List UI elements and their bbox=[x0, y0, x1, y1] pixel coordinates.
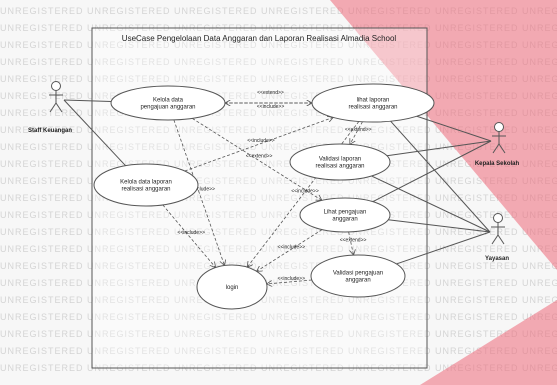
usecase-ellipse bbox=[196, 264, 268, 310]
usecase-ellipse bbox=[299, 197, 391, 233]
dependency-label: <<extend>> bbox=[340, 238, 367, 244]
association-line bbox=[63, 99, 126, 167]
actor-yayasan: Yayasan bbox=[485, 213, 509, 262]
actor-leg-right bbox=[497, 234, 505, 245]
usecase-label: lihat laporan bbox=[357, 98, 390, 104]
usecase-label: realisasi anggaran bbox=[348, 105, 397, 111]
usecase-label: Kelola data laporan bbox=[120, 180, 172, 186]
dependency-line bbox=[257, 229, 323, 272]
dependency-line bbox=[192, 118, 322, 200]
usecase-label: login bbox=[226, 285, 239, 291]
watermark-row: UNREGISTERED UNREGISTERED UNREGISTERED U… bbox=[0, 142, 557, 152]
dependency-label: <<extend>> bbox=[246, 153, 273, 159]
ribbon-bottom-band bbox=[420, 300, 557, 385]
actor-kepsek: Kepala Sekolah bbox=[475, 122, 520, 167]
usecase-ellipse bbox=[310, 254, 406, 298]
usecase-label: realisasi anggaran bbox=[315, 164, 364, 170]
actor-label: Staff Keuangan bbox=[28, 128, 72, 134]
dependency-label: <<include>> bbox=[177, 230, 205, 236]
dependency-label: <<include>> bbox=[278, 276, 306, 282]
watermark-row: UNREGISTERED UNREGISTERED UNREGISTERED U… bbox=[0, 57, 557, 67]
usecase-label: realisasi anggaran bbox=[121, 187, 170, 193]
dependency-label: <<include>> bbox=[291, 188, 319, 194]
dependency-line bbox=[350, 121, 363, 145]
actor-leg-right bbox=[55, 102, 63, 113]
watermark-row: UNREGISTERED UNREGISTERED UNREGISTERED U… bbox=[0, 295, 557, 305]
dependency-label: <<include>> bbox=[187, 187, 215, 193]
watermark-row: UNREGISTERED UNREGISTERED UNREGISTERED U… bbox=[0, 6, 557, 16]
usecase-label: anggaran bbox=[345, 278, 370, 284]
dependency-label: <<include>> bbox=[278, 244, 306, 250]
watermark-row: UNREGISTERED UNREGISTERED UNREGISTERED U… bbox=[0, 244, 557, 254]
association-line bbox=[416, 115, 492, 142]
dependency-label: <<extend>> bbox=[257, 90, 284, 96]
usecase-ellipse bbox=[289, 143, 391, 181]
usecase-label: Kelola data bbox=[153, 98, 184, 104]
actor-head bbox=[51, 81, 61, 91]
usecase-label: pengajuan anggaran bbox=[140, 105, 195, 111]
dependency-line bbox=[267, 279, 312, 284]
actor-staff: Staff Keuangan bbox=[28, 81, 72, 134]
dependency-label: <<include>> bbox=[247, 138, 275, 144]
usecase-label: Validasi laporan bbox=[319, 157, 361, 163]
usecase-ellipse bbox=[93, 163, 199, 207]
association-line bbox=[371, 175, 491, 233]
association-line bbox=[390, 120, 491, 233]
usecase-label: anggaran bbox=[332, 217, 357, 223]
association-line bbox=[396, 231, 491, 265]
watermark-row: UNREGISTERED UNREGISTERED UNREGISTERED U… bbox=[0, 227, 557, 237]
watermark-row: UNREGISTERED UNREGISTERED UNREGISTERED U… bbox=[0, 91, 557, 101]
ribbon-top-band bbox=[330, 0, 557, 270]
watermark-row: UNREGISTERED UNREGISTERED UNREGISTERED U… bbox=[0, 176, 557, 186]
actor-leg-right bbox=[498, 143, 506, 154]
association-line bbox=[63, 99, 112, 102]
dependency-label: <<extend>> bbox=[345, 127, 372, 133]
actor-head bbox=[493, 213, 503, 223]
usecase-label: Validasi pengajuan bbox=[333, 271, 383, 277]
dependency-line bbox=[173, 119, 225, 266]
watermark-row: UNREGISTERED UNREGISTERED UNREGISTERED U… bbox=[0, 193, 557, 203]
watermark-row: UNREGISTERED UNREGISTERED UNREGISTERED U… bbox=[0, 312, 557, 322]
actor-leg-left bbox=[49, 102, 57, 113]
watermark-row: UNREGISTERED UNREGISTERED UNREGISTERED U… bbox=[0, 346, 557, 356]
system-title: UseCase Pengelolaan Data Anggaran dan La… bbox=[122, 34, 397, 43]
usecase-ellipse bbox=[311, 83, 435, 123]
actor-label: Kepala Sekolah bbox=[475, 161, 520, 167]
dependency-label: <<include>> bbox=[257, 104, 285, 110]
watermark-row: UNREGISTERED UNREGISTERED UNREGISTERED U… bbox=[0, 108, 557, 118]
watermark-row: UNREGISTERED UNREGISTERED UNREGISTERED U… bbox=[0, 278, 557, 288]
actor-head bbox=[494, 122, 504, 132]
watermark-row: UNREGISTERED UNREGISTERED UNREGISTERED U… bbox=[0, 74, 557, 84]
watermark-row: UNREGISTERED UNREGISTERED UNREGISTERED U… bbox=[0, 329, 557, 339]
association-line bbox=[372, 140, 492, 203]
association-lines bbox=[63, 99, 492, 265]
actor-leg-left bbox=[492, 143, 500, 154]
association-line bbox=[388, 219, 491, 233]
association-line bbox=[386, 140, 492, 157]
watermark-row: UNREGISTERED UNREGISTERED UNREGISTERED U… bbox=[0, 261, 557, 271]
watermark-row: UNREGISTERED UNREGISTERED UNREGISTERED U… bbox=[0, 159, 557, 169]
watermark-row: UNREGISTERED UNREGISTERED UNREGISTERED U… bbox=[0, 40, 557, 50]
usecase-ellipse bbox=[110, 85, 226, 121]
actor-leg-left bbox=[491, 234, 499, 245]
usecase-label: Lihat pengajuan bbox=[324, 210, 367, 216]
dependency-line bbox=[348, 231, 354, 255]
dependency-line bbox=[184, 117, 333, 172]
watermark-row: UNREGISTERED UNREGISTERED UNREGISTERED U… bbox=[0, 210, 557, 220]
dependency-line bbox=[162, 204, 216, 268]
watermark-row: UNREGISTERED UNREGISTERED UNREGISTERED U… bbox=[0, 125, 557, 135]
actor-label: Yayasan bbox=[485, 256, 509, 262]
usecase-uc7: login bbox=[196, 264, 268, 310]
